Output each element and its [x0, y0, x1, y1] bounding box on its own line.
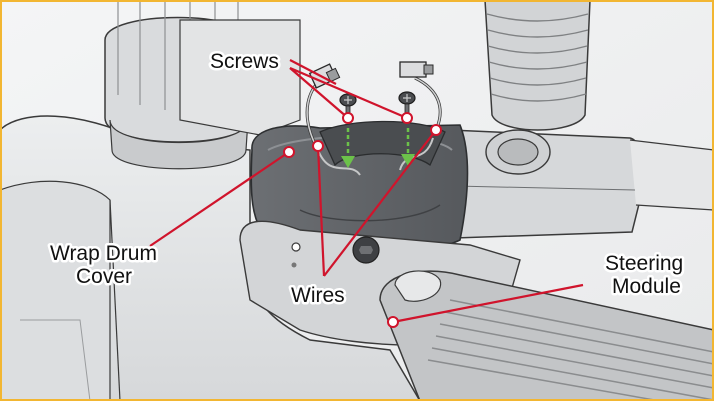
- arm-crease: [454, 185, 636, 191]
- hose: [484, 0, 591, 131]
- label-steering-module-line2: Module: [612, 275, 681, 298]
- plate-dot: [291, 262, 297, 268]
- steering-arm-tip: [629, 139, 714, 211]
- connector-right: [399, 61, 434, 78]
- label-wires: Wires: [291, 284, 345, 307]
- callout-screws-right: [289, 66, 408, 120]
- callout-markers: [283, 112, 442, 328]
- label-steering-module-line1: Steering: [605, 252, 683, 275]
- callout-lines: [149, 59, 584, 324]
- callout-steering-module: [392, 283, 584, 324]
- housing-side-panel: [0, 180, 111, 401]
- plate-hole: [291, 242, 301, 252]
- cover-seam: [299, 204, 441, 222]
- hex-socket: [359, 246, 373, 254]
- cylinder-clamp: [179, 19, 301, 136]
- housing-recess: [20, 319, 91, 401]
- module-ribs: [427, 299, 714, 401]
- callout-wrap-drum-cover: [149, 151, 290, 247]
- insert-arrow-right: [401, 128, 415, 166]
- callout-wires-left: [316, 145, 326, 277]
- housing-edge: [109, 199, 121, 401]
- label-wrap-drum-cover-line1: Wrap Drum: [50, 242, 157, 265]
- hose-ridges: [486, 13, 589, 102]
- wire-left-tail: [317, 149, 361, 176]
- callout-screws-left: [289, 67, 349, 119]
- label-wrap-drum-cover-line2: Cover: [76, 265, 132, 288]
- insert-arrow-left: [341, 128, 355, 168]
- cylinder-collar: [109, 119, 249, 170]
- module-slot: [394, 270, 442, 302]
- label-screws: Screws: [210, 50, 279, 73]
- hose-fitting-inner: [497, 138, 539, 166]
- callout-screws-connector: [289, 59, 337, 85]
- callout-wires-right: [323, 129, 437, 277]
